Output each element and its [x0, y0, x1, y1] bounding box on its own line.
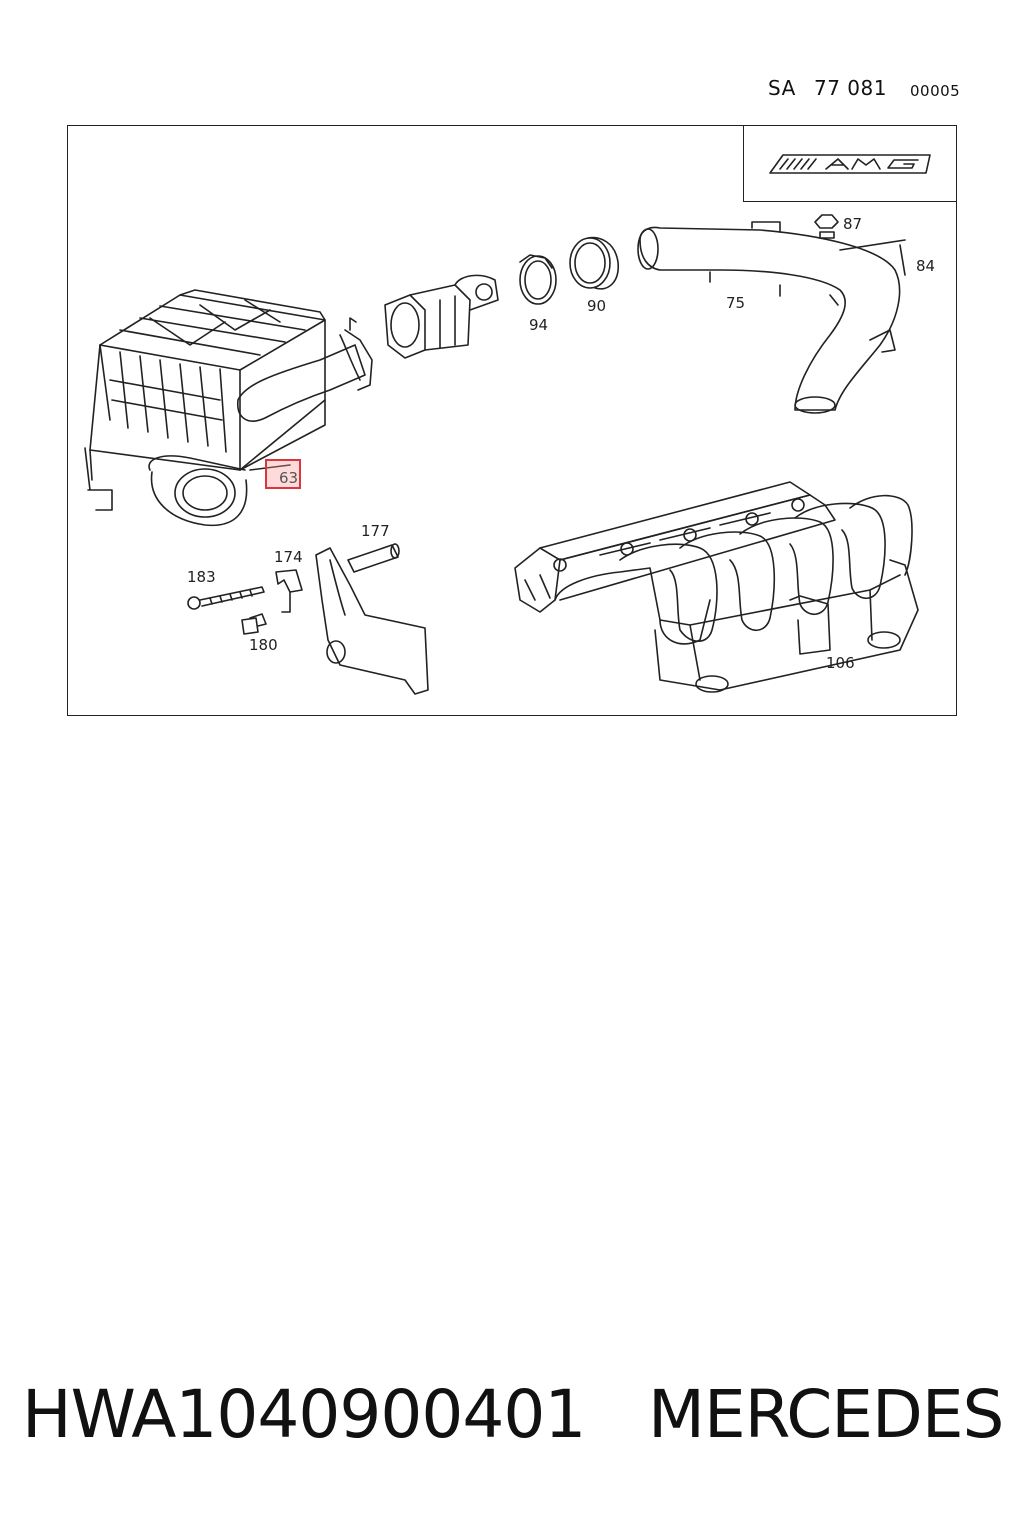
label-183: 183: [187, 568, 216, 586]
air-filter-housing: [84, 289, 373, 527]
diagram-frame: [67, 125, 957, 716]
label-75: 75: [726, 294, 746, 312]
amg-logo-icon: [769, 154, 931, 174]
label-174: 174: [274, 548, 303, 566]
rubber-sleeve-90: [569, 236, 619, 290]
bolt-180: [241, 613, 267, 635]
label-87: 87: [843, 215, 863, 233]
highlight-part-63[interactable]: 63: [265, 459, 301, 489]
footer-brand: MERCEDES: [648, 1376, 1004, 1453]
intake-manifold-106: [514, 481, 919, 693]
header-code: 00005: [910, 82, 961, 100]
label-84: 84: [916, 257, 936, 275]
label-63: 63: [279, 469, 299, 487]
clamp-94: [519, 254, 557, 305]
label-106: 106: [826, 654, 855, 672]
mass-air-flow-sensor: [384, 274, 499, 359]
header-sa: SA: [768, 76, 796, 100]
header-sa-number: 77 081: [814, 76, 887, 100]
label-90: 90: [587, 297, 607, 315]
label-94: 94: [529, 316, 549, 334]
label-177: 177: [361, 522, 390, 540]
logo-box: [743, 125, 957, 202]
support-bracket: [315, 547, 429, 695]
parts-diagram: [84, 154, 931, 695]
label-180: 180: [249, 636, 278, 654]
bracket-174: [275, 569, 303, 613]
spacer-177: [347, 543, 400, 573]
bolt-183: [187, 586, 265, 610]
intake-pipe-75: [637, 214, 906, 414]
footer-part-number: HWA1040900401: [22, 1376, 586, 1453]
